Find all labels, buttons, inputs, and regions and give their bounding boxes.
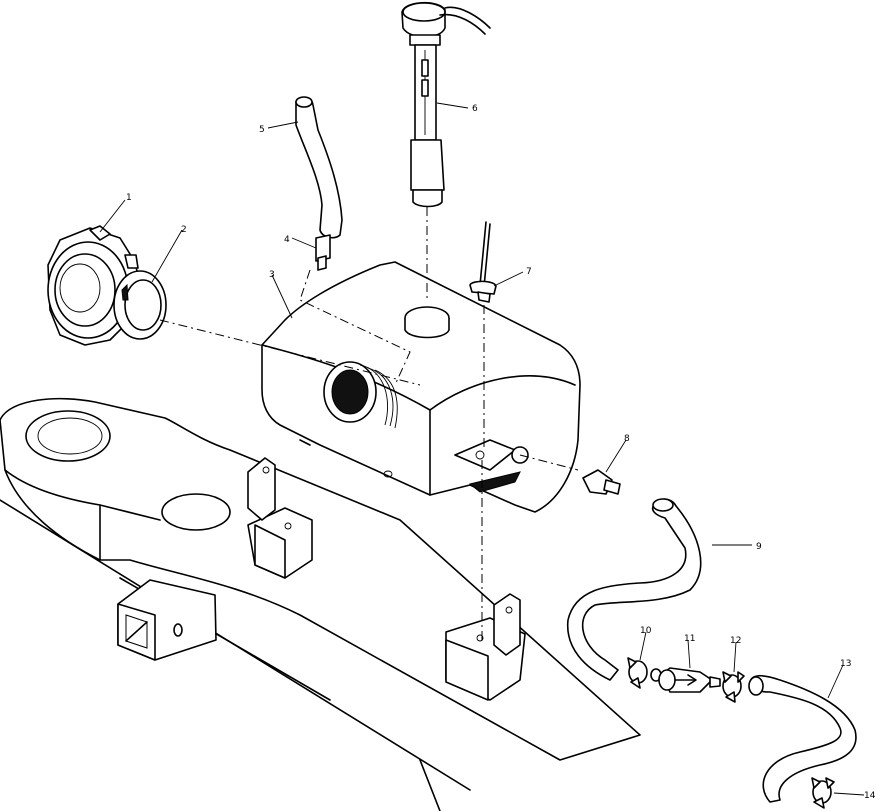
callout-12: 12 [730,636,741,646]
callout-13: 13 [840,659,851,669]
callout-5: 5 [259,125,265,135]
callout-7: 7 [526,267,532,277]
callout-9: 9 [756,542,762,552]
clamp-14 [811,777,835,809]
callout-8: 8 [624,434,630,444]
callout-2: 2 [181,225,187,235]
vent-hose [295,96,343,239]
callout-10: 10 [640,626,652,636]
callout-14: 14 [864,791,876,801]
clamp-10 [627,657,662,689]
level-sensor [469,221,497,303]
leader-lines [99,102,865,796]
frame-chassis [0,397,641,811]
callout-1: 1 [126,193,132,203]
callout-3: 3 [269,270,275,280]
callout-labels: 1 2 3 4 5 6 7 8 9 10 11 12 13 14 [126,104,876,801]
oil-tank [261,261,581,513]
callout-4: 4 [284,235,290,245]
dipstick [401,1,491,208]
assembly-centerlines [159,207,579,640]
outlet-hose [748,674,857,803]
callout-6: 6 [472,104,478,114]
gasket [113,270,167,340]
inline-filter [658,667,721,693]
oil-hose [566,498,702,681]
vent-fitting [315,234,331,271]
clamp-12 [722,671,745,703]
outlet-fitting [582,469,621,495]
callout-11: 11 [684,634,695,644]
